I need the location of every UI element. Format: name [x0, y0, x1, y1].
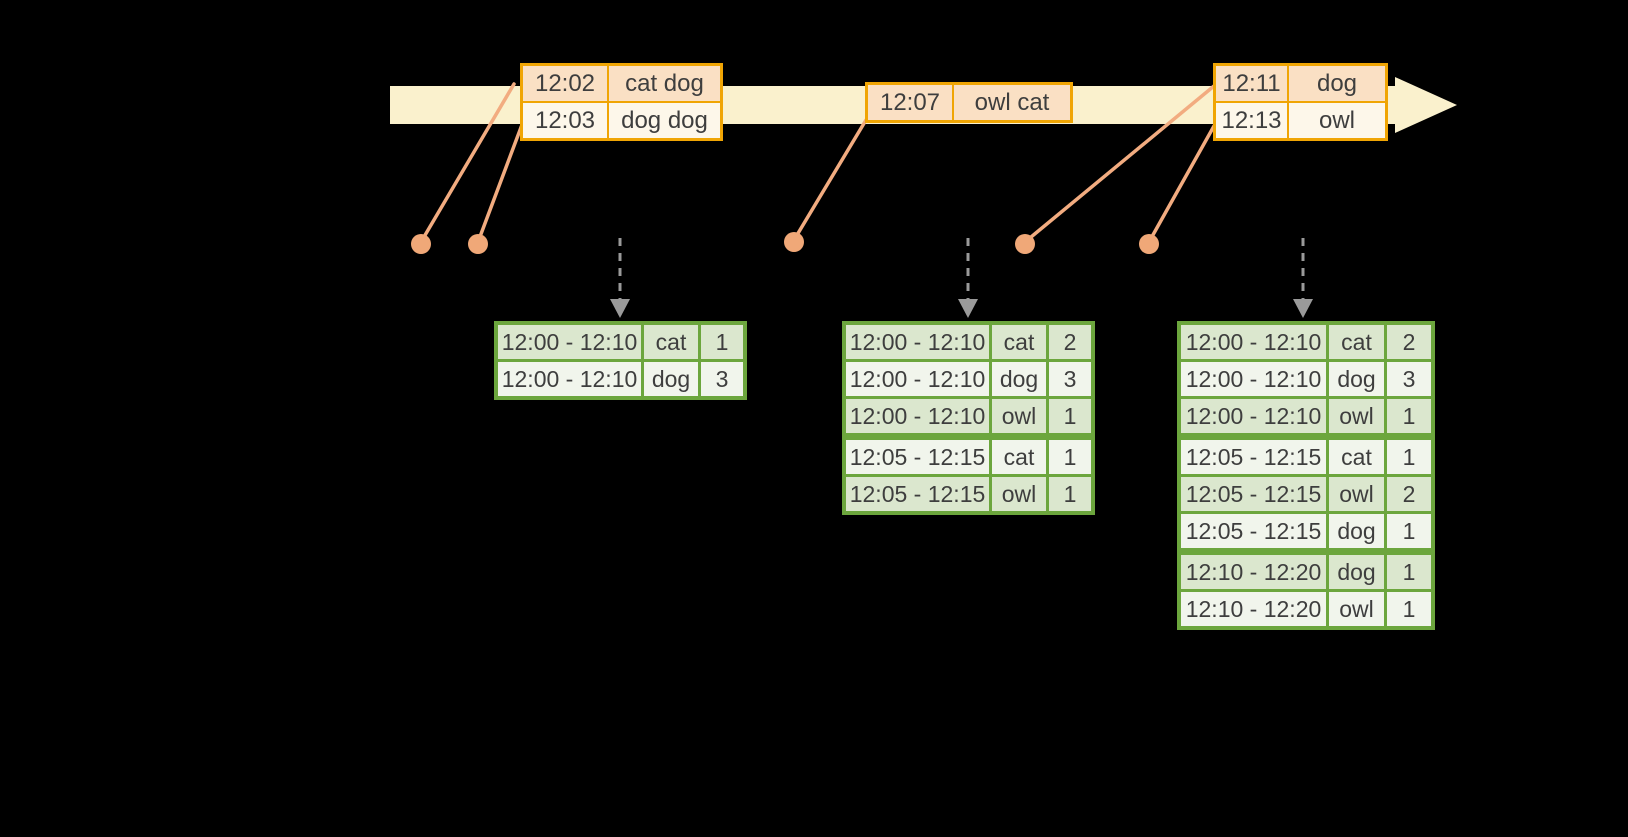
window-range: 12:05 - 12:15: [846, 440, 992, 474]
trigger-arrows: [618, 238, 1305, 299]
event-time: 12:07: [868, 85, 954, 120]
word: owl: [1329, 399, 1387, 433]
word: cat: [644, 325, 701, 359]
result-table-2: 12:00 - 12:10 cat 2 12:00 - 12:10 dog 3 …: [842, 321, 1095, 515]
count: 3: [1049, 362, 1091, 396]
event-row: 12:11 dog: [1216, 66, 1385, 101]
result-row: 12:00 - 12:10 cat 2: [1181, 325, 1431, 359]
count: 1: [1387, 399, 1431, 433]
window-range: 12:10 - 12:20: [1181, 592, 1329, 626]
result-row: 12:00 - 12:10 dog 3: [1181, 359, 1431, 396]
result-row: 12:10 - 12:20 owl 1: [1181, 589, 1431, 626]
event-words: dog dog: [609, 103, 720, 138]
event-words: dog: [1289, 66, 1385, 101]
window-range: 12:10 - 12:20: [1181, 555, 1329, 589]
count: 1: [1049, 477, 1091, 511]
result-table-3: 12:00 - 12:10 cat 2 12:00 - 12:10 dog 3 …: [1177, 321, 1435, 630]
count: 1: [1387, 440, 1431, 474]
event-connector-line: [1023, 84, 1216, 244]
word: cat: [992, 440, 1049, 474]
event-dot-icon: [1139, 234, 1159, 254]
count: 1: [1387, 514, 1431, 548]
window-range: 12:00 - 12:10: [1181, 325, 1329, 359]
event-dot-icon: [411, 234, 431, 254]
event-words: owl cat: [954, 85, 1070, 120]
window-range: 12:05 - 12:15: [846, 477, 992, 511]
event-time: 12:11: [1216, 66, 1289, 101]
count: 2: [1387, 325, 1431, 359]
event-connector-line: [476, 120, 525, 244]
event-words: owl: [1289, 103, 1385, 138]
word: dog: [992, 362, 1049, 396]
trigger-arrowhead-icon: [1293, 299, 1313, 318]
event-row: 12:07 owl cat: [868, 85, 1070, 120]
event-dot-icon: [1015, 234, 1035, 254]
count: 2: [1049, 325, 1091, 359]
count: 1: [1387, 592, 1431, 626]
count: 1: [1049, 399, 1091, 433]
result-row: 12:05 - 12:15 dog 1: [1181, 511, 1431, 548]
event-row: 12:03 dog dog: [523, 101, 720, 138]
result-row: 12:00 - 12:10 cat 1: [498, 325, 743, 359]
count: 2: [1387, 477, 1431, 511]
event-connector-line: [792, 118, 868, 242]
window-range: 12:00 - 12:10: [1181, 399, 1329, 433]
word: dog: [1329, 555, 1387, 589]
window-range: 12:00 - 12:10: [498, 325, 644, 359]
result-row: 12:00 - 12:10 owl 1: [1181, 396, 1431, 433]
word: cat: [992, 325, 1049, 359]
event-connector-line: [419, 82, 516, 244]
result-row: 12:05 - 12:15 owl 2: [1181, 474, 1431, 511]
result-row: 12:00 - 12:10 dog 3: [846, 359, 1091, 396]
event-time: 12:13: [1216, 103, 1289, 138]
result-row: 12:05 - 12:15 cat 1: [846, 433, 1091, 474]
window-range: 12:05 - 12:15: [1181, 514, 1329, 548]
window-range: 12:00 - 12:10: [846, 362, 992, 396]
window-range: 12:05 - 12:15: [1181, 440, 1329, 474]
word: owl: [1329, 477, 1387, 511]
result-row: 12:00 - 12:10 dog 3: [498, 359, 743, 396]
event-dot-icon: [468, 234, 488, 254]
event-row: 12:13 owl: [1216, 101, 1385, 138]
result-row: 12:10 - 12:20 dog 1: [1181, 548, 1431, 589]
window-range: 12:05 - 12:15: [1181, 477, 1329, 511]
event-table-3: 12:11 dog 12:13 owl: [1213, 63, 1388, 141]
result-row: 12:00 - 12:10 owl 1: [846, 396, 1091, 433]
window-range: 12:00 - 12:10: [1181, 362, 1329, 396]
trigger-arrowheads: [610, 299, 1313, 318]
event-words: cat dog: [609, 66, 720, 101]
event-time: 12:02: [523, 66, 609, 101]
count: 1: [701, 325, 743, 359]
word: cat: [1329, 440, 1387, 474]
count: 1: [1049, 440, 1091, 474]
word: cat: [1329, 325, 1387, 359]
event-table-2: 12:07 owl cat: [865, 82, 1073, 123]
result-table-1: 12:00 - 12:10 cat 1 12:00 - 12:10 dog 3: [494, 321, 747, 400]
trigger-arrowhead-icon: [958, 299, 978, 318]
event-table-1: 12:02 cat dog 12:03 dog dog: [520, 63, 723, 141]
count: 3: [701, 362, 743, 396]
word: owl: [992, 477, 1049, 511]
count: 1: [1387, 555, 1431, 589]
event-dot-icon: [784, 232, 804, 252]
word: owl: [1329, 592, 1387, 626]
trigger-arrowhead-icon: [610, 299, 630, 318]
window-range: 12:00 - 12:10: [498, 362, 644, 396]
event-connector-lines: [419, 82, 1216, 244]
window-range: 12:00 - 12:10: [846, 325, 992, 359]
window-range: 12:00 - 12:10: [846, 399, 992, 433]
event-time: 12:03: [523, 103, 609, 138]
word: dog: [1329, 514, 1387, 548]
result-row: 12:05 - 12:15 owl 1: [846, 474, 1091, 511]
timeline-arrowhead-icon: [1395, 77, 1457, 133]
event-connector-line: [1147, 124, 1216, 244]
word: owl: [992, 399, 1049, 433]
word: dog: [1329, 362, 1387, 396]
word: dog: [644, 362, 701, 396]
event-dots: [411, 232, 1159, 254]
count: 3: [1387, 362, 1431, 396]
result-row: 12:00 - 12:10 cat 2: [846, 325, 1091, 359]
event-row: 12:02 cat dog: [523, 66, 720, 101]
result-row: 12:05 - 12:15 cat 1: [1181, 433, 1431, 474]
